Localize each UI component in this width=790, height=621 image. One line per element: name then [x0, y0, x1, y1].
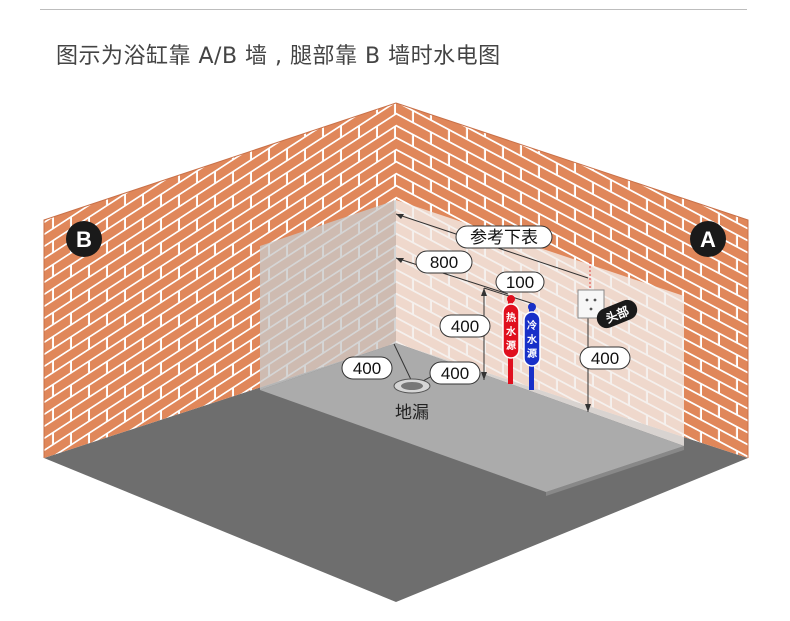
hot-water-char-1: 热 [506, 311, 516, 324]
cold-water-char-2: 水 [526, 333, 538, 346]
hot-water-char-2: 水 [505, 325, 517, 338]
dim-pills [341, 225, 631, 385]
wall-a-badge [690, 221, 726, 257]
wall-a-label: A [700, 227, 716, 252]
head-label-badge [596, 299, 638, 329]
dim-400-socket: 400 [591, 349, 619, 368]
dim-400-drain-right: 400 [441, 364, 469, 383]
diagram-title: 图示为浴缸靠 A/B 墙 , 腿部靠 B 墙时水电图 [56, 44, 501, 69]
wall-b-label: B [76, 227, 92, 252]
dim-400-supply: 400 [451, 317, 479, 336]
dim-100: 100 [506, 273, 534, 292]
hot-water-char-3: 源 [506, 339, 516, 352]
reference-meter-label: 参考下表 [470, 228, 538, 247]
cold-water-pipe-icon [523, 303, 541, 390]
dim-400-drain-left: 400 [353, 359, 381, 378]
dim-800: 800 [430, 253, 458, 272]
floor-drain-label: 地漏 [395, 403, 429, 423]
cold-water-char-3: 源 [527, 347, 537, 360]
floor-drain-icon [393, 378, 431, 394]
hot-water-pipe-icon [502, 295, 520, 384]
cold-water-char-1: 冷 [527, 319, 537, 332]
wall-b-badge [66, 221, 102, 257]
top-divider [40, 9, 747, 10]
